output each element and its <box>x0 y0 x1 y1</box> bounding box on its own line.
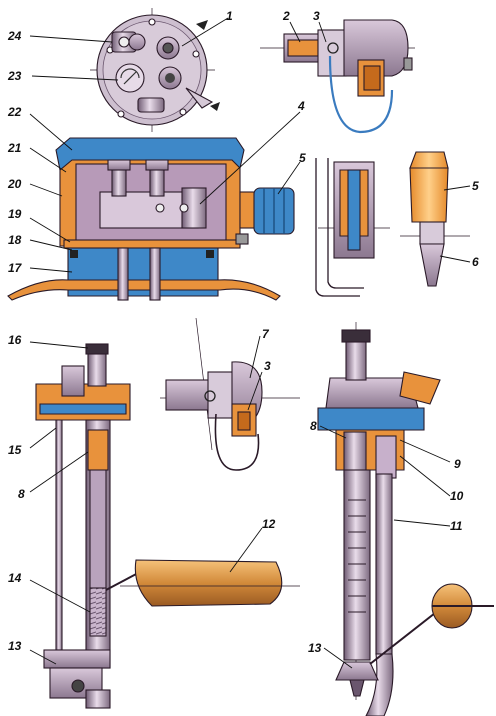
callout-15: 15 <box>8 443 22 457</box>
callout-8: 8 <box>18 487 25 501</box>
sender-head-section <box>7 137 295 301</box>
callout-16: 16 <box>8 333 22 347</box>
callout-6: 6 <box>472 255 479 269</box>
callout-2: 2 <box>282 9 290 23</box>
callout-labels: 1 2 3 3 4 5 5 6 7 8 8 9 10 11 12 13 13 1… <box>7 9 479 655</box>
cable-boot-detail <box>315 151 470 297</box>
float-sensor-left <box>35 343 300 709</box>
callout-1: 1 <box>226 9 233 23</box>
callout-17: 17 <box>8 261 23 275</box>
float-sensor-right <box>317 322 494 716</box>
callout-3: 3 <box>264 359 271 373</box>
plug-detail-middle <box>160 317 300 471</box>
callout-19: 19 <box>8 207 22 221</box>
callout-18: 18 <box>8 233 22 247</box>
callout-7: 7 <box>262 327 270 341</box>
callout-leaders <box>29 17 471 669</box>
callout-13: 13 <box>308 641 322 655</box>
callout-23: 23 <box>7 69 22 83</box>
callout-11: 11 <box>450 519 463 533</box>
callout-20: 20 <box>7 177 22 191</box>
callout-12: 12 <box>262 517 276 531</box>
callout-8: 8 <box>310 419 317 433</box>
callout-22: 22 <box>7 105 22 119</box>
callout-13: 13 <box>8 639 22 653</box>
callout-21: 21 <box>7 141 22 155</box>
callout-5: 5 <box>472 179 479 193</box>
arrow-icon <box>196 20 208 30</box>
callout-14: 14 <box>8 571 22 585</box>
plug-connector-side <box>260 19 415 134</box>
callout-9: 9 <box>454 457 461 471</box>
callout-5: 5 <box>299 151 306 165</box>
callout-24: 24 <box>7 29 22 43</box>
arrow-icon <box>210 102 220 111</box>
callout-4: 4 <box>297 99 305 113</box>
callout-3: 3 <box>313 9 320 23</box>
callout-10: 10 <box>450 489 464 503</box>
top-view-flange <box>90 8 220 132</box>
